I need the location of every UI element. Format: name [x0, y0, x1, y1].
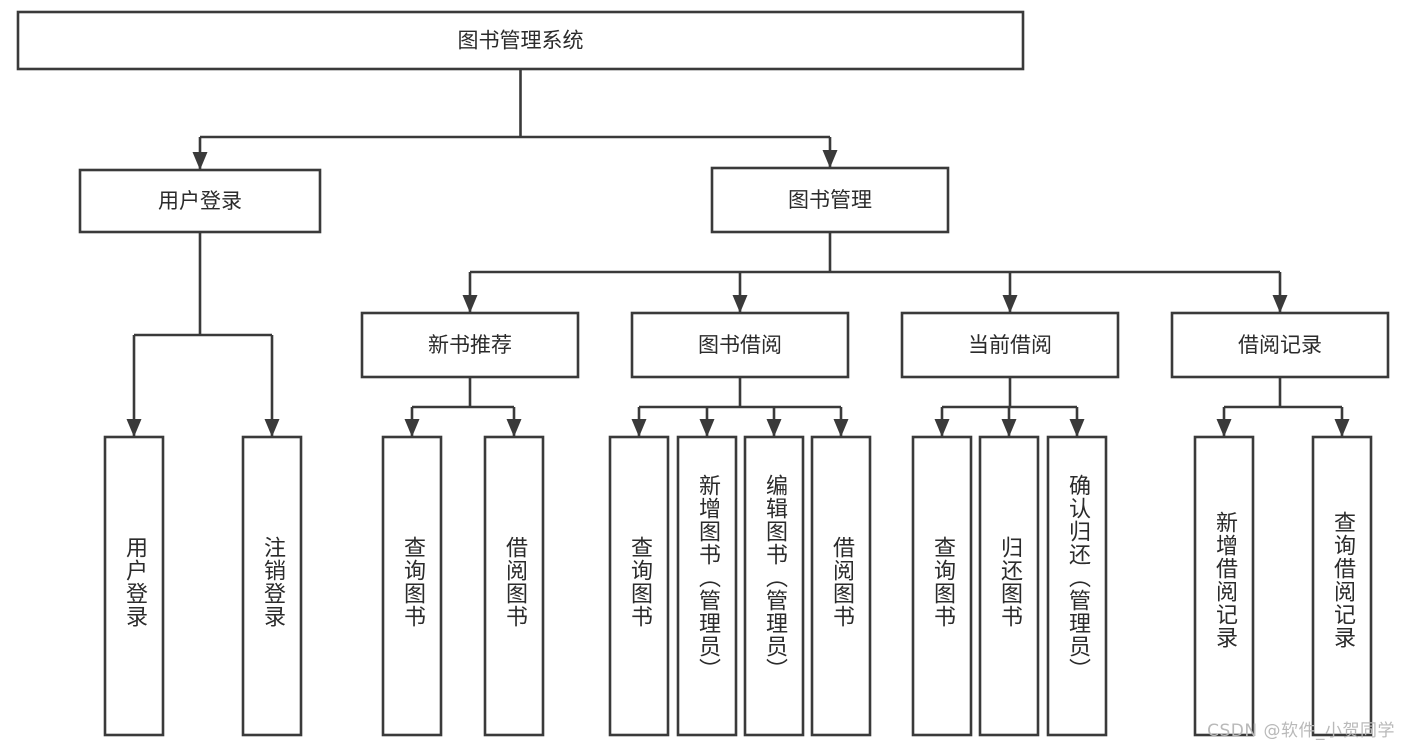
arrow-head-icon	[192, 152, 208, 170]
node-box-leaf-query-book-1[interactable]	[381, 435, 443, 737]
arrow-head-icon	[1334, 419, 1350, 437]
node-box-book-manage[interactable]	[710, 166, 950, 234]
node-label-user-login: 用户登录	[158, 189, 242, 213]
node-box-leaf-add-record[interactable]	[1193, 435, 1255, 737]
arrow-head-icon	[506, 419, 522, 437]
arrow-head-icon	[1216, 419, 1232, 437]
arrow-head-icon	[934, 419, 950, 437]
node-box-leaf-logout[interactable]	[241, 435, 303, 737]
arrow-head-icon	[631, 419, 647, 437]
arrow-head-icon	[462, 295, 478, 313]
arrow-head-icon	[822, 150, 838, 168]
arrow-head-icon	[404, 419, 420, 437]
arrow-head-icon	[264, 419, 280, 437]
node-box-leaf-return-book[interactable]	[978, 435, 1040, 737]
node-label-current-borrow: 当前借阅	[968, 333, 1052, 357]
node-box-current-borrow[interactable]	[900, 311, 1120, 379]
arrow-head-icon	[699, 419, 715, 437]
watermark-text: CSDN @软件_小贺同学	[1207, 721, 1395, 741]
arrow-head-icon	[732, 295, 748, 313]
connectors-layer	[126, 69, 1350, 437]
node-label-new-book-rec: 新书推荐	[428, 333, 512, 357]
node-label-borrow-record: 借阅记录	[1238, 333, 1322, 357]
arrow-head-icon	[1272, 295, 1288, 313]
node-boxes-layer	[16, 10, 1390, 737]
node-box-leaf-edit-book[interactable]	[743, 435, 805, 737]
node-box-leaf-confirm-return[interactable]	[1046, 435, 1108, 737]
arrow-head-icon	[1001, 419, 1017, 437]
node-box-borrow-record[interactable]	[1170, 311, 1390, 379]
node-box-leaf-borrow-book-2[interactable]	[810, 435, 872, 737]
node-box-leaf-query-record[interactable]	[1311, 435, 1373, 737]
arrow-head-icon	[766, 419, 782, 437]
arrow-head-icon	[1002, 295, 1018, 313]
node-box-root[interactable]	[16, 10, 1025, 71]
node-box-leaf-add-book[interactable]	[676, 435, 738, 737]
arrow-head-icon	[833, 419, 849, 437]
node-box-leaf-query-book-2[interactable]	[608, 435, 670, 737]
node-box-leaf-query-book-3[interactable]	[911, 435, 973, 737]
arrow-head-icon	[126, 419, 142, 437]
node-label-book-manage: 图书管理	[788, 188, 872, 212]
arrow-head-icon	[1069, 419, 1085, 437]
node-box-leaf-borrow-book-1[interactable]	[483, 435, 545, 737]
node-box-new-book-rec[interactable]	[360, 311, 580, 379]
node-box-book-borrow[interactable]	[630, 311, 850, 379]
node-box-leaf-user-login[interactable]	[103, 435, 165, 737]
node-label-root: 图书管理系统	[458, 29, 584, 53]
node-label-book-borrow: 图书借阅	[698, 333, 782, 357]
node-box-user-login[interactable]	[78, 168, 322, 234]
